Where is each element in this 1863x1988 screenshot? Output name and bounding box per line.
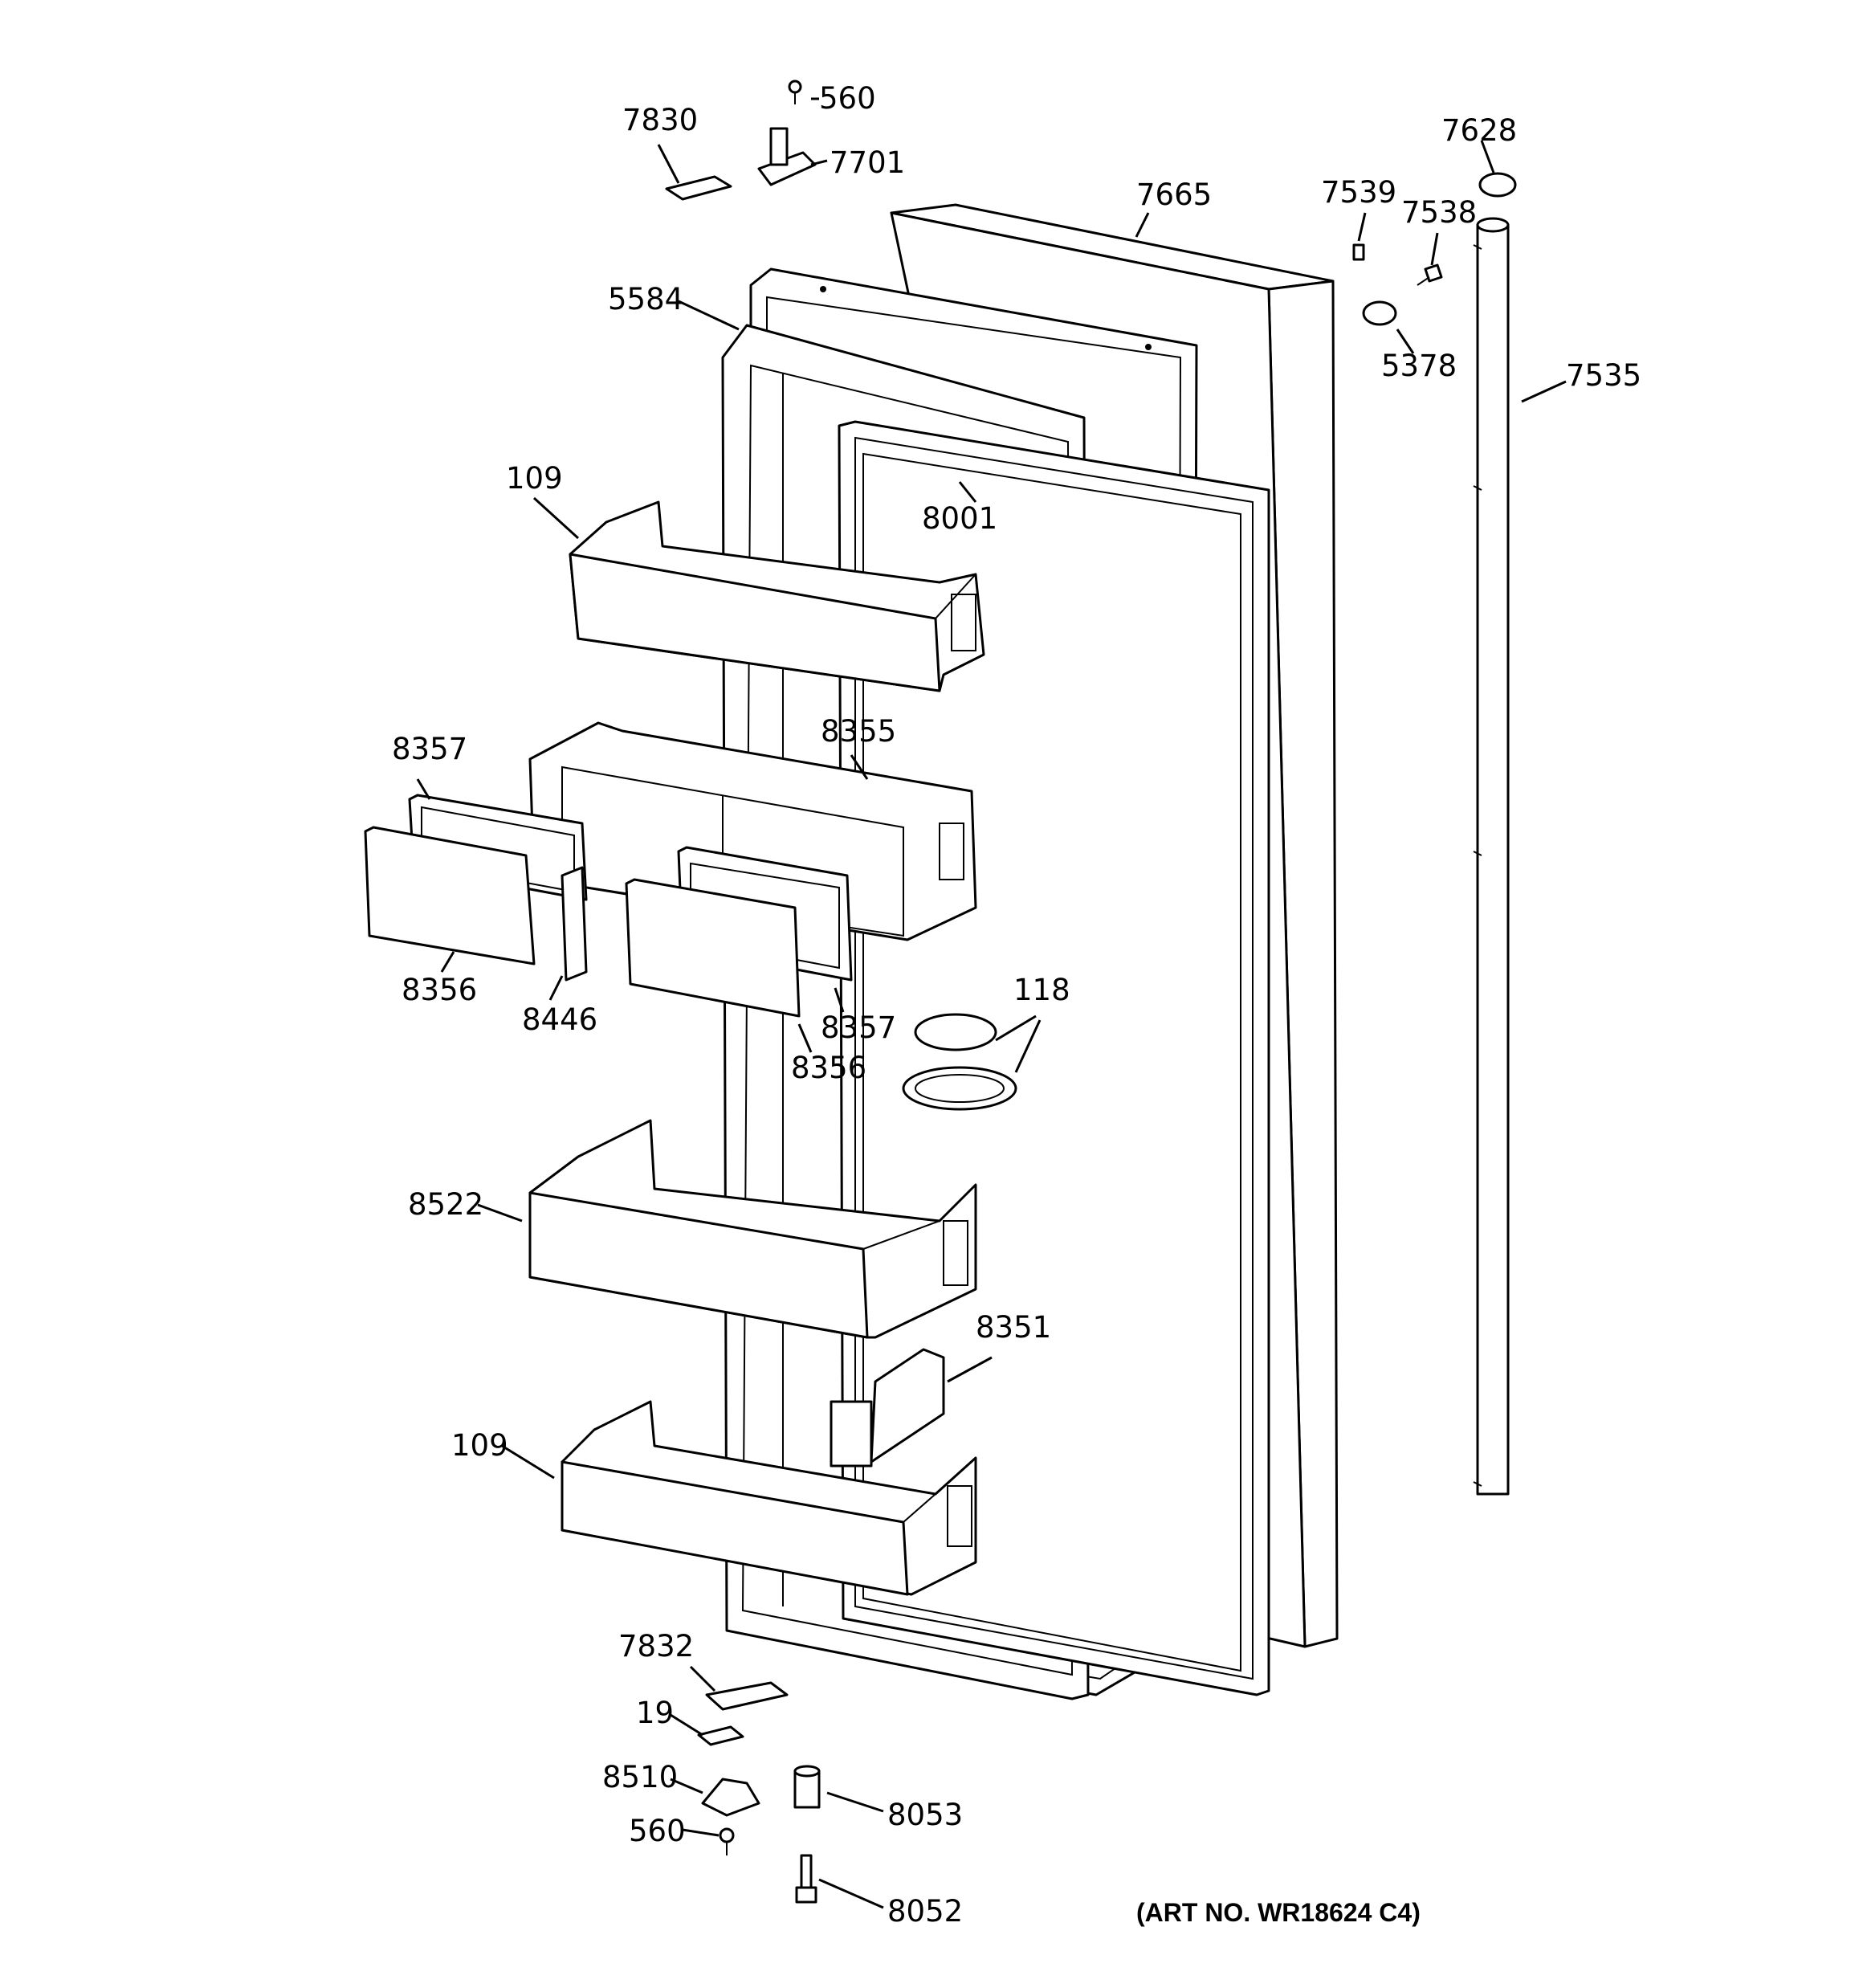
bottom-screw <box>719 1827 735 1855</box>
small-bin <box>830 1348 945 1468</box>
label-dairy-frame-right: 8357 <box>821 1010 896 1045</box>
bushing <box>793 1765 821 1809</box>
label-bin-upper: 109 <box>506 461 563 496</box>
lower-door-bin <box>561 1400 977 1596</box>
egg-tray <box>902 1013 1017 1111</box>
label-screw-bottom: 560 <box>629 1814 686 1848</box>
upper-door-bin <box>569 500 985 692</box>
handle-spacer <box>1352 243 1365 261</box>
handle-screw <box>1417 263 1443 286</box>
label-egg-tray: 118 <box>1013 973 1070 1007</box>
label-hinge-bottom-cover: 7832 <box>618 1629 694 1663</box>
label-pin: 8052 <box>887 1894 963 1929</box>
label-hinge-top: 7701 <box>830 145 905 180</box>
label-handle-mount: 5378 <box>1381 349 1457 383</box>
label-handle-cap: 7628 <box>1441 113 1517 148</box>
bottom-hinge <box>701 1778 760 1817</box>
shim <box>697 1725 744 1746</box>
dairy-hinge <box>561 866 588 982</box>
label-small-bin: 8351 <box>976 1310 1051 1345</box>
pin <box>795 1854 817 1904</box>
label-dairy-door-left: 8356 <box>402 973 477 1007</box>
top-hinge <box>757 127 817 186</box>
label-bin-lower: 109 <box>451 1428 508 1463</box>
label-handle-spacer: 7539 <box>1321 175 1396 210</box>
label-dairy-compartment: 8355 <box>821 714 896 749</box>
handle-tube <box>1473 217 1510 1496</box>
label-hinge-top-cover: 7830 <box>622 103 698 137</box>
label-dairy-hinge: 8446 <box>522 1002 597 1037</box>
label-hinge-bottom: 8510 <box>602 1760 678 1794</box>
label-bin-middle: 8522 <box>408 1187 483 1222</box>
label-dairy-door-right: 8356 <box>791 1051 866 1085</box>
dairy-door-right <box>625 878 801 1018</box>
handle-mount <box>1362 300 1397 326</box>
bottom-hinge-cover <box>705 1681 789 1711</box>
label-gasket: 8001 <box>922 501 997 536</box>
top-screw <box>788 80 802 104</box>
dairy-door-left <box>364 826 536 965</box>
label-door-liner: 5584 <box>608 282 683 316</box>
label-handle-screw: 7538 <box>1401 195 1477 230</box>
art-number: (ART NO. WR18624 C4) <box>1136 1898 1421 1927</box>
label-screw-top: 560 <box>819 81 876 116</box>
label-outer-door: 7665 <box>1136 178 1212 212</box>
middle-door-bin <box>528 1119 977 1339</box>
label-bushing: 8053 <box>887 1798 963 1832</box>
leader-lines <box>416 97 1567 1909</box>
label-handle: 7535 <box>1566 358 1641 393</box>
label-shim: 19 <box>636 1696 674 1730</box>
top-hinge-cover <box>665 175 732 201</box>
handle-cap <box>1478 172 1517 198</box>
label-dairy-frame-left: 8357 <box>392 732 467 766</box>
